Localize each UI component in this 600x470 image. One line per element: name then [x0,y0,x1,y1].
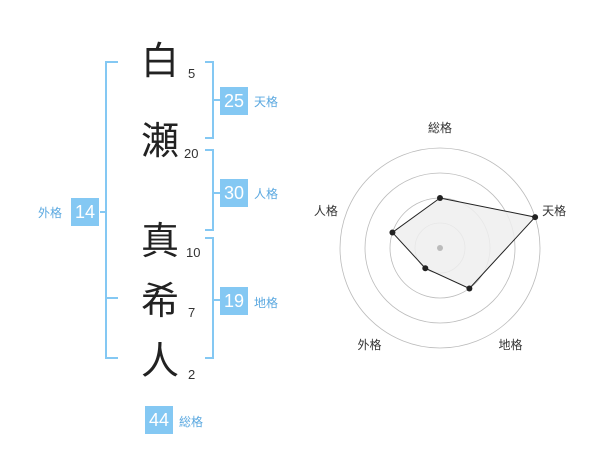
radar-ring-4 [339,147,541,349]
chikaku-bracket [205,237,214,359]
radar-point-2 [532,214,539,221]
soukaku-label: 総格 [179,415,204,429]
tenkaku-value-box: 25 [220,87,248,115]
jinkaku-value-box: 30 [220,179,248,207]
radar-axis-label-2: 天格 [542,203,567,218]
name-char-5: 人 [140,339,179,383]
stroke-count-3: 10 [186,245,201,260]
radar-axis-label-5: 人格 [313,203,338,218]
radar-point-3 [466,285,473,292]
name-char-2: 瀬 [140,119,179,163]
gaikaku-value-box: 14 [71,198,99,226]
radar-axis-label-1: 総格 [428,121,453,135]
stroke-count-1: 5 [188,66,196,81]
jinkaku-label: 人格 [254,187,279,201]
jinkaku-bracket [205,149,214,231]
stroke-count-2: 20 [184,146,199,161]
radar-series-polygon [391,197,537,290]
name-char-4: 希 [140,279,179,323]
radar-point-1 [437,195,443,201]
radar-axis-label-4: 外格 [357,338,382,353]
name-char-3: 真 [140,219,179,263]
radar-ring-3 [364,172,516,324]
stroke-count-4: 7 [188,305,196,320]
tenkaku-label: 天格 [254,95,279,109]
stroke-count-5: 2 [188,367,196,382]
radar-center-dot [437,245,443,251]
name-char-1: 白 [140,39,179,83]
chikaku-value-box: 19 [220,287,248,315]
gaikaku-label: 外格 [38,206,63,220]
chikaku-label: 地格 [254,296,279,310]
gaikaku-bracket [105,61,118,359]
radar-point-5 [389,229,396,236]
radar-point-4 [422,265,429,272]
radar-axis-label-3: 地格 [498,338,523,353]
soukaku-value-box: 44 [145,406,173,434]
